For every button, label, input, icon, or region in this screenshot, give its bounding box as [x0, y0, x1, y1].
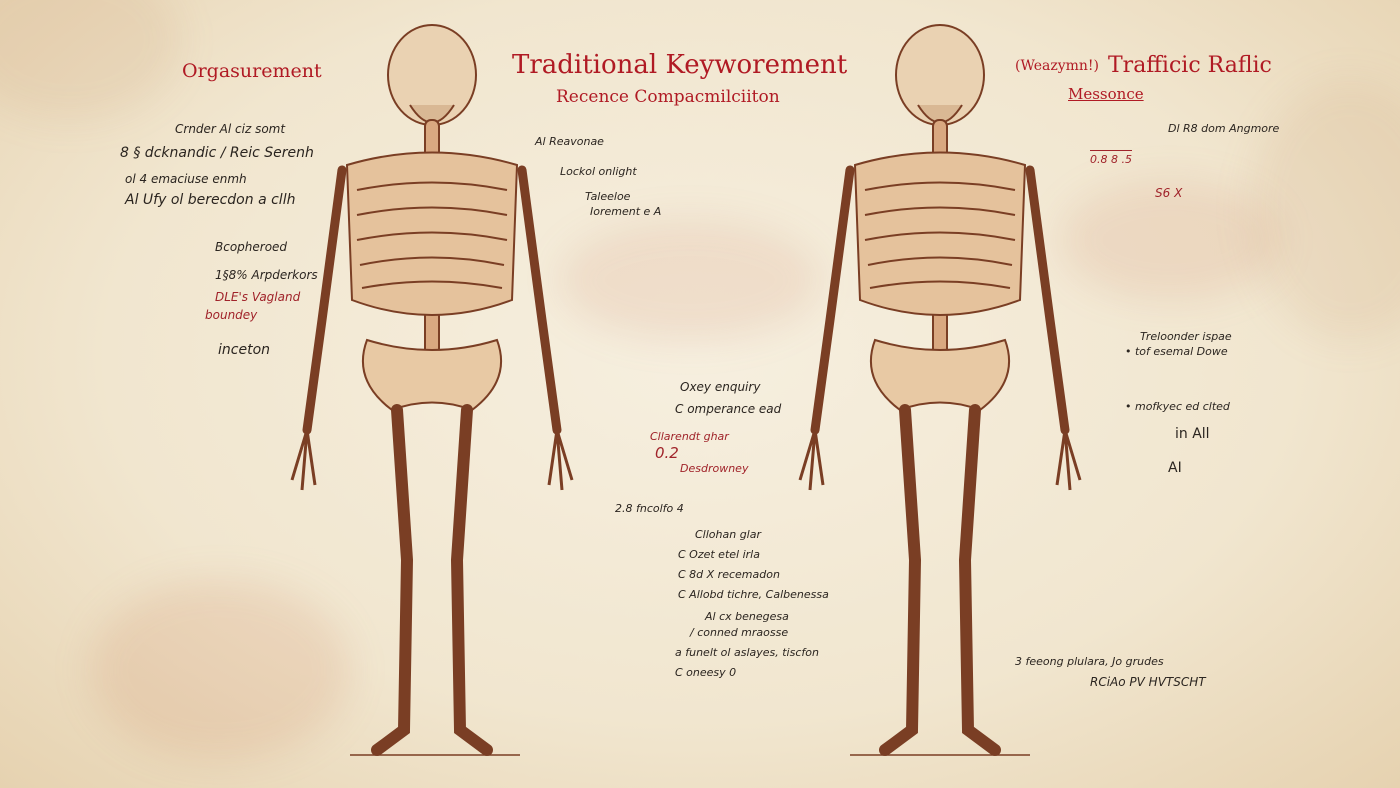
right-title: Trafficic Raflic: [1108, 53, 1272, 78]
note: Cllarendt ghar: [650, 430, 729, 443]
note: Bcopheroed: [215, 240, 288, 254]
note: • mofkyec ed clted: [1125, 400, 1230, 413]
note: C 8d X recemadon: [678, 568, 780, 581]
note: S6 X: [1155, 186, 1183, 200]
skeleton-front: [292, 25, 572, 750]
note: Lockol onlight: [560, 165, 637, 178]
left-heading: Orgasurement: [182, 60, 322, 82]
note: Dl R8 dom Angmore: [1168, 122, 1280, 135]
page-title: Traditional Keyworement: [512, 50, 848, 80]
note: Desdrowney: [680, 462, 749, 475]
note: ol 4 emaciuse enmh: [125, 172, 247, 186]
note: Cllohan glar: [695, 528, 762, 541]
note: 8 § dcknandic / Reic Serenh: [120, 145, 314, 161]
note: in All: [1175, 426, 1210, 442]
skeleton-back: [800, 25, 1080, 750]
note: 1§8% Arpderkors: [215, 268, 318, 282]
note: AI: [1168, 460, 1182, 476]
note: C omperance ead: [675, 402, 782, 416]
note: Al cx benegesa: [705, 610, 789, 623]
right-heading-prefix: (Weazymn!): [1015, 58, 1100, 74]
note: • tof esemal Dowe: [1125, 345, 1228, 358]
note: 2.8 fncolfo 4: [615, 502, 684, 515]
note: DLE's Vagland: [215, 290, 301, 304]
note: 3 feeong plulara, Jo grudes: [1015, 655, 1164, 668]
note: 0.8 8 .5: [1090, 150, 1132, 166]
note: Crnder Al ciz somt: [175, 122, 286, 136]
note: Al Ufy ol berecdon a cllh: [125, 192, 296, 208]
right-subtitle: Messonce: [1068, 85, 1144, 103]
note: RCiAo PV HVTSCHT: [1090, 675, 1206, 689]
note: Oxey enquiry: [680, 380, 761, 394]
note: C oneesy 0: [675, 666, 737, 679]
note: Taleeloe: [585, 190, 631, 203]
note: Iorement e A: [590, 205, 662, 218]
note: / conned mraosse: [690, 626, 789, 639]
note: C Ozet etel irla: [678, 548, 760, 561]
note: boundey: [205, 308, 258, 322]
note: C Allobd tichre, Calbenessa: [678, 588, 829, 601]
note: inceton: [218, 342, 271, 358]
note: a funelt ol aslayes, tiscfon: [675, 646, 819, 659]
page-subtitle: Recence Compacmilciiton: [556, 87, 780, 107]
note: Treloonder ispae: [1140, 330, 1232, 343]
note: 0.2: [655, 444, 679, 462]
note: Al Reavonae: [535, 135, 604, 148]
